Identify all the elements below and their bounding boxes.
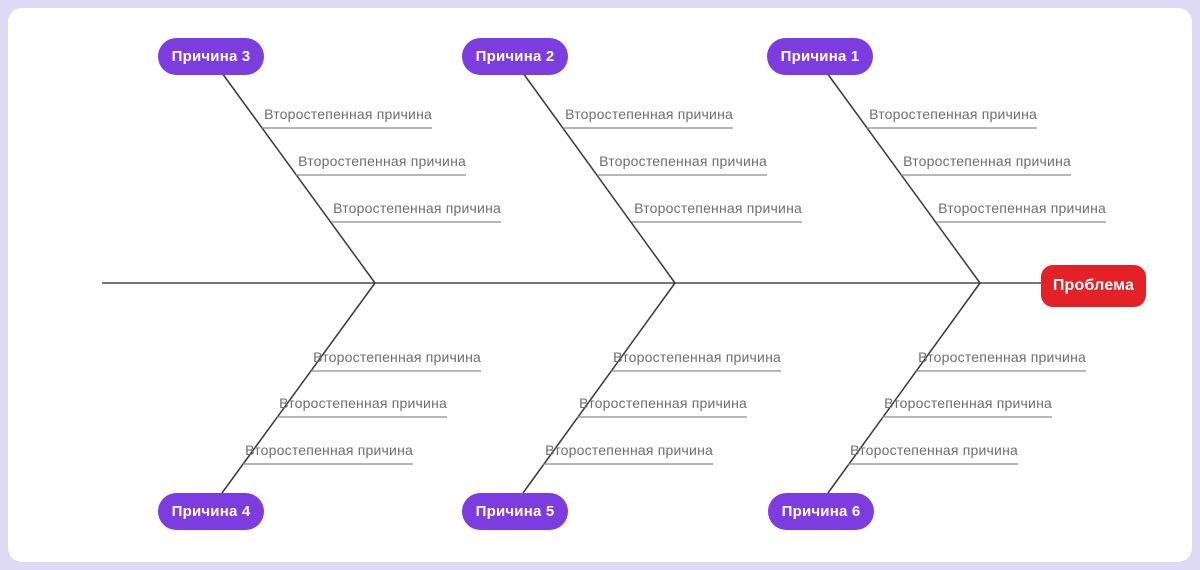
branch-line-bottom-left	[221, 282, 376, 494]
subcause-label[interactable]: Второстепенная причина	[245, 442, 413, 458]
subcause-label[interactable]: Второстепенная причина	[333, 200, 501, 216]
subcause-label[interactable]: Второстепенная причина	[938, 200, 1106, 216]
diagram-card	[8, 8, 1192, 562]
subcause-label[interactable]: Второстепенная причина	[613, 349, 781, 365]
cause-node-1[interactable]: Причина 1	[767, 38, 873, 75]
cause-node-4[interactable]: Причина 4	[158, 493, 264, 530]
cause-node-3[interactable]: Причина 3	[158, 38, 264, 75]
subcause-label[interactable]: Второстепенная причина	[545, 442, 713, 458]
cause-node-2[interactable]: Причина 2	[462, 38, 568, 75]
subcause-label[interactable]: Второстепенная причина	[918, 349, 1086, 365]
subcause-label[interactable]: Второстепенная причина	[313, 349, 481, 365]
subcause-label[interactable]: Второстепенная причина	[565, 106, 733, 122]
problem-node[interactable]: Проблема	[1041, 265, 1146, 307]
branch-line-top-middle	[522, 72, 676, 284]
subcause-label[interactable]: Второстепенная причина	[279, 395, 447, 411]
branch-line-bottom-right	[827, 282, 981, 494]
subcause-label[interactable]: Второстепенная причина	[903, 153, 1071, 169]
subcause-label[interactable]: Второстепенная причина	[264, 106, 432, 122]
branch-line-top-left	[221, 72, 376, 284]
subcause-label[interactable]: Второстепенная причина	[634, 200, 802, 216]
branch-line-bottom-middle	[522, 282, 676, 494]
cause-node-6[interactable]: Причина 6	[768, 493, 874, 530]
subcause-label[interactable]: Второстепенная причина	[850, 442, 1018, 458]
subcause-label[interactable]: Второстепенная причина	[869, 106, 1037, 122]
cause-node-5[interactable]: Причина 5	[462, 493, 568, 530]
subcause-label[interactable]: Второстепенная причина	[298, 153, 466, 169]
subcause-label[interactable]: Второстепенная причина	[884, 395, 1052, 411]
subcause-label[interactable]: Второстепенная причина	[579, 395, 747, 411]
branch-line-top-right	[826, 72, 981, 284]
subcause-label[interactable]: Второстепенная причина	[599, 153, 767, 169]
